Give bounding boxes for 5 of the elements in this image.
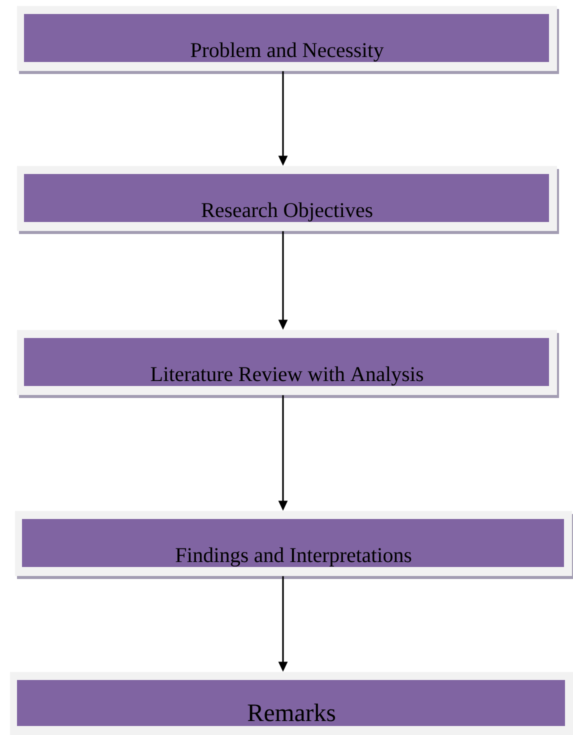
process-box: Literature Review with Analysis [17, 330, 559, 398]
process-box: Remarks [10, 672, 573, 735]
process-box: Findings and Interpretations [15, 511, 573, 579]
process-box: Research Objectives [17, 166, 559, 234]
process-box: Problem and Necessity [17, 6, 559, 74]
